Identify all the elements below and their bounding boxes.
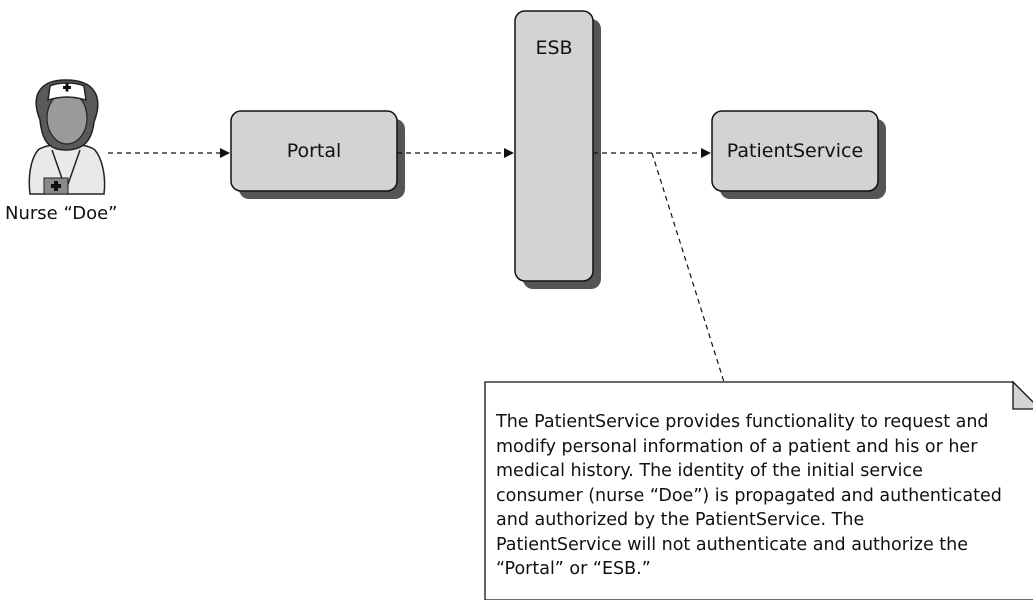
note-line: consumer (nurse “Doe”) is propagated and… xyxy=(496,485,1002,506)
portal-box xyxy=(230,110,405,199)
esb-box xyxy=(514,10,601,289)
note-line: PatientService will not authenticate and… xyxy=(496,534,968,555)
patient-service-label: PatientService xyxy=(726,140,864,162)
note-text: The PatientService provides functionalit… xyxy=(496,410,1033,582)
note-connector xyxy=(651,152,725,383)
patient-service-box xyxy=(711,110,886,199)
esb-label: ESB xyxy=(535,37,573,59)
nurse-label: Nurse “Doe” xyxy=(5,203,118,224)
portal-label: Portal xyxy=(286,140,342,162)
note-line: and authorized by the PatientService. Th… xyxy=(496,510,865,530)
note-box xyxy=(484,380,1033,600)
note-line: modify personal information of a patient… xyxy=(496,436,978,457)
nurse-icon xyxy=(28,79,106,195)
note-line: The PatientService provides functionalit… xyxy=(496,412,989,432)
note-line: “Portal” or “ESB.” xyxy=(496,559,651,579)
note-line: medical history. The identity of the ini… xyxy=(496,461,923,481)
